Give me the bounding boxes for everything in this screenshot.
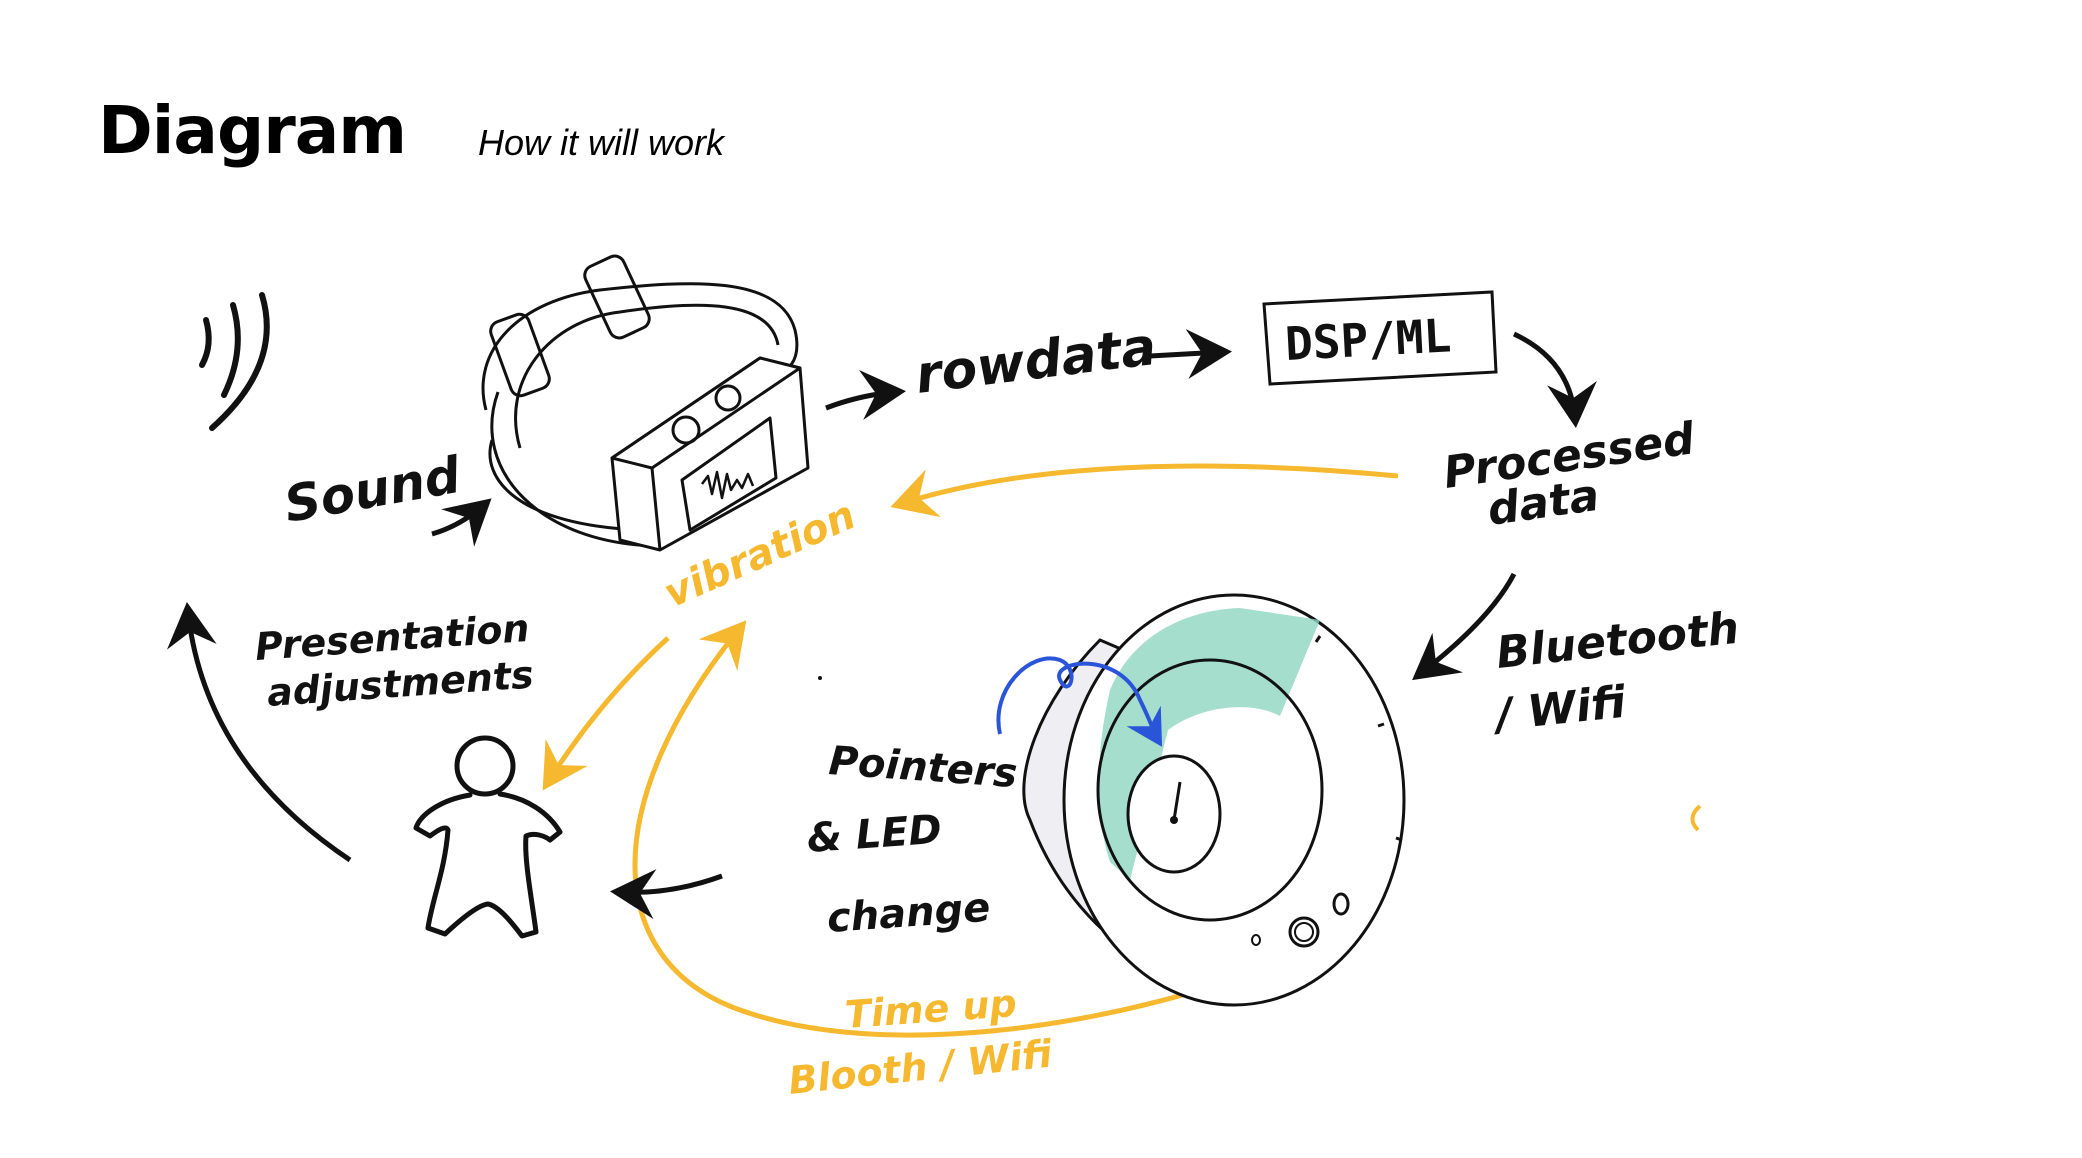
- sound-arrow: [431, 498, 492, 547]
- clock-pointer: [1172, 781, 1182, 821]
- wristband-device: [481, 254, 810, 552]
- blooth-label: Blooth / Wifi: [786, 1031, 1055, 1103]
- pointers-label-line3: change: [825, 885, 991, 942]
- clock-button: [1288, 916, 1320, 948]
- page-title: Diagram: [98, 92, 407, 169]
- bluetooth-label-line2: / Wifi: [1489, 677, 1630, 742]
- processed-to-clock-arrow: [1412, 572, 1517, 681]
- dsp-to-processed-arrow: [1512, 331, 1597, 428]
- person-to-sound-arrow: [167, 602, 352, 863]
- person-figure: [413, 735, 563, 939]
- page-subtitle: How it will work: [478, 122, 725, 163]
- pointers-label-line1: Pointers: [827, 738, 1019, 797]
- sound-wave-icon: [199, 292, 270, 431]
- clock-device: [1022, 593, 1406, 1007]
- pointers-label-line2: & LED: [805, 807, 943, 862]
- clock-to-person-arrow: [610, 869, 723, 920]
- vibration-to-person-arrow: [542, 636, 670, 791]
- sound-label: Sound: [280, 446, 466, 534]
- rowdata-to-dsp-arrow: [1149, 328, 1232, 379]
- stray-mark: [1690, 804, 1702, 832]
- dsp-ml-box: DSP/ML: [1262, 290, 1498, 386]
- dsp-ml-label: DSP/ML: [1284, 308, 1453, 371]
- device-to-rowdata-arrow: [825, 369, 906, 420]
- bluetooth-label-line1: Bluetooth: [1494, 603, 1742, 679]
- pointer-move-arrow: [996, 656, 1163, 747]
- rowdata-label: rowdata: [912, 317, 1159, 406]
- timeup-loop-arrow: [632, 620, 1273, 1038]
- processed-to-vibration-arrow: [890, 463, 1399, 518]
